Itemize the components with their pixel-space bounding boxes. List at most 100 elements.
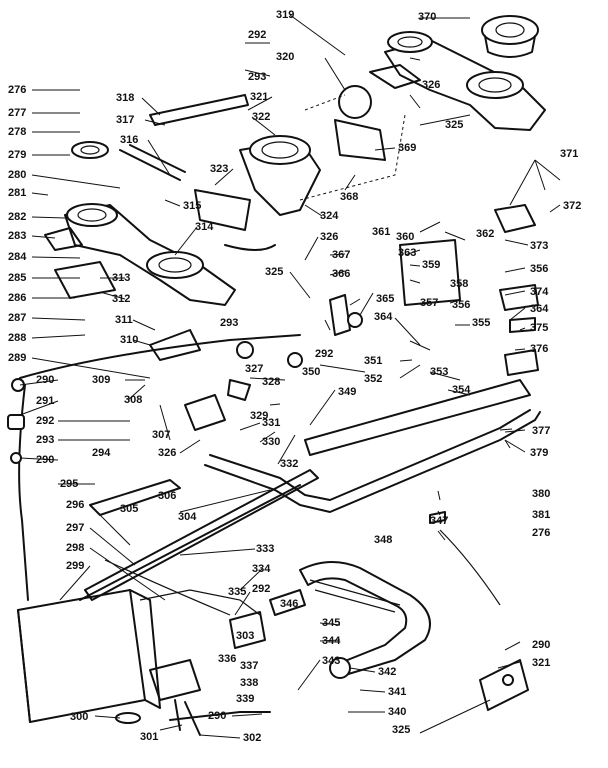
oven-burner bbox=[299, 560, 431, 679]
callout-label: 295 bbox=[60, 478, 78, 490]
burner-assembly-center bbox=[239, 85, 406, 216]
callout-label: 314 bbox=[195, 221, 214, 233]
callout-label: 379 bbox=[530, 447, 548, 459]
callout-label: 284 bbox=[8, 251, 27, 263]
callout-label: 353 bbox=[430, 366, 448, 378]
callout-label: 339 bbox=[236, 693, 254, 705]
callout-label: 321 bbox=[250, 91, 268, 103]
gas-valve-lower bbox=[115, 659, 271, 736]
callout-label: 381 bbox=[532, 509, 550, 521]
callout-label: 287 bbox=[8, 312, 26, 324]
callout-label: 350 bbox=[302, 366, 320, 378]
callout-label: 360 bbox=[396, 231, 414, 243]
callout-label: 292 bbox=[315, 348, 333, 360]
callout-label: 327 bbox=[245, 363, 263, 375]
thermocouple-lines bbox=[104, 529, 501, 649]
callout-label: 329 bbox=[250, 410, 268, 422]
callout-label: 293 bbox=[248, 71, 266, 83]
callout-label: 310 bbox=[120, 334, 138, 346]
callout-label: 326 bbox=[158, 447, 176, 459]
callout-label: 335 bbox=[228, 586, 246, 598]
callout-label: 357 bbox=[420, 297, 438, 309]
callout-label: 279 bbox=[8, 149, 26, 161]
callout-label: 298 bbox=[66, 542, 84, 554]
callout-label: 322 bbox=[252, 111, 270, 123]
callout-label: 291 bbox=[36, 395, 54, 407]
callout-label: 356 bbox=[452, 299, 470, 311]
callout-label: 288 bbox=[8, 332, 26, 344]
callout-label: 337 bbox=[240, 660, 258, 672]
callout-label: 304 bbox=[178, 511, 197, 523]
callout-label: 315 bbox=[183, 200, 201, 212]
bracket-lower-right bbox=[429, 511, 529, 711]
manifold-and-valves bbox=[19, 204, 539, 456]
callout-label: 290 bbox=[208, 710, 226, 722]
callout-label: 375 bbox=[530, 322, 548, 334]
callout-label: 283 bbox=[8, 230, 26, 242]
callout-label: 347 bbox=[430, 515, 448, 527]
callout-label: 313 bbox=[112, 272, 130, 284]
callout-label: 354 bbox=[452, 384, 471, 396]
callout-label: 280 bbox=[8, 169, 26, 181]
callout-label: 311 bbox=[115, 314, 133, 326]
callout-labels: 2762772782792802812822832842852862872882… bbox=[8, 9, 581, 744]
callout-label: 312 bbox=[112, 293, 130, 305]
callout-label: 285 bbox=[8, 272, 26, 284]
callout-label: 290 bbox=[36, 454, 54, 466]
callout-label: 330 bbox=[262, 436, 280, 448]
callout-label: 336 bbox=[218, 653, 236, 665]
callout-label: 276 bbox=[8, 84, 26, 96]
callout-label: 309 bbox=[92, 374, 110, 386]
callout-label: 296 bbox=[66, 499, 84, 511]
callout-label: 320 bbox=[276, 51, 294, 63]
callout-label: 328 bbox=[262, 376, 280, 388]
callout-label: 292 bbox=[252, 583, 270, 595]
callout-label: 289 bbox=[8, 352, 26, 364]
callout-label: 358 bbox=[450, 278, 468, 290]
callout-label: 323 bbox=[210, 163, 228, 175]
callout-label: 349 bbox=[338, 386, 356, 398]
callout-label: 355 bbox=[472, 317, 490, 329]
callout-label: 294 bbox=[92, 447, 111, 459]
callout-label: 363 bbox=[398, 247, 416, 259]
callout-label: 351 bbox=[364, 355, 382, 367]
callout-label: 297 bbox=[66, 522, 84, 534]
callout-label: 308 bbox=[124, 394, 142, 406]
callout-label: 318 bbox=[116, 92, 134, 104]
callout-label: 281 bbox=[8, 187, 26, 199]
callout-label: 376 bbox=[530, 343, 548, 355]
callout-label: 325 bbox=[392, 724, 410, 736]
callout-label: 372 bbox=[563, 200, 581, 212]
callout-label: 369 bbox=[398, 142, 416, 154]
callout-label: 334 bbox=[252, 563, 271, 575]
callout-label: 299 bbox=[66, 560, 84, 572]
callout-label: 302 bbox=[243, 732, 261, 744]
callout-label: 341 bbox=[388, 686, 406, 698]
callout-label: 359 bbox=[422, 259, 440, 271]
callout-label: 348 bbox=[374, 534, 392, 546]
callout-label: 292 bbox=[36, 415, 54, 427]
callout-label: 356 bbox=[530, 263, 548, 275]
callout-label: 340 bbox=[388, 706, 406, 718]
callout-label: 307 bbox=[152, 429, 170, 441]
callout-label: 346 bbox=[280, 598, 298, 610]
callout-label: 293 bbox=[36, 434, 54, 446]
callout-label: 317 bbox=[116, 114, 134, 126]
callout-label: 326 bbox=[320, 231, 338, 243]
callout-label: 293 bbox=[220, 317, 238, 329]
burner-assembly-rear-right bbox=[369, 15, 546, 131]
callout-label: 319 bbox=[276, 9, 294, 21]
callout-label: 278 bbox=[8, 126, 26, 138]
callout-label: 325 bbox=[265, 266, 283, 278]
callout-label: 364 bbox=[530, 303, 549, 315]
callout-label: 286 bbox=[8, 292, 26, 304]
callout-label: 305 bbox=[120, 503, 138, 515]
callout-label: 373 bbox=[530, 240, 548, 252]
oven-manifold-tube bbox=[79, 409, 541, 601]
callout-label: 366 bbox=[332, 268, 350, 280]
callout-label: 361 bbox=[372, 226, 390, 238]
callout-label: 292 bbox=[248, 29, 266, 41]
callout-label: 338 bbox=[240, 677, 258, 689]
callout-label: 300 bbox=[70, 711, 88, 723]
callout-label: 282 bbox=[8, 211, 26, 223]
